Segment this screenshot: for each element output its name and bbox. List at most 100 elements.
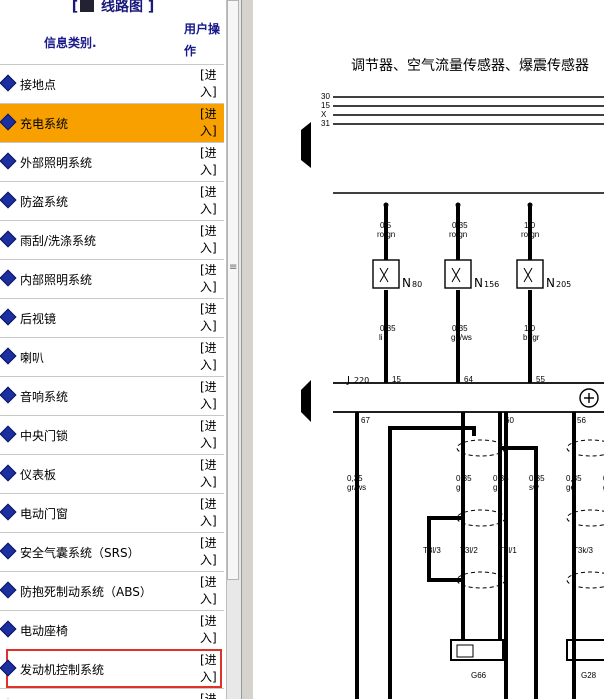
category-label[interactable]: 电动座椅 — [20, 624, 69, 638]
enter-link[interactable]: [进入] — [200, 536, 217, 567]
panel-title: [ 线路图 ] — [71, 0, 155, 15]
category-label[interactable]: 外部照明系统 — [20, 156, 93, 170]
category-row[interactable]: 安全气囊系统（SRS） [进入] — [0, 532, 224, 571]
diamond-bullet-icon — [0, 308, 17, 326]
enter-link[interactable]: [进入] — [200, 614, 217, 645]
category-row[interactable]: 电动座椅 [进入] — [0, 610, 224, 649]
prev-page-arrow-icon-2 — [301, 380, 311, 422]
enter-link[interactable]: [进入] — [200, 419, 217, 450]
ecu-pin-label: 15 — [392, 375, 401, 384]
category-label[interactable]: 内部照明系统 — [20, 273, 93, 287]
diamond-bullet-icon — [0, 581, 17, 599]
splitter-grip-icon: ≡ — [229, 262, 238, 273]
solenoid-component — [372, 202, 400, 383]
enter-link[interactable]: [进入] — [200, 341, 217, 372]
wire-size-label: 0,35 — [452, 324, 468, 333]
wire-color-label: ge — [456, 483, 465, 492]
wire-color-label: gr/ws — [347, 483, 366, 492]
category-label[interactable]: 发动机控制系统 — [20, 663, 105, 677]
wire-size-label: 1,0 — [524, 324, 536, 333]
category-label[interactable]: 音响系统 — [20, 390, 69, 404]
ecu-pin-label: 67 — [361, 416, 370, 425]
category-label[interactable]: 后视镜 — [20, 312, 57, 326]
enter-link[interactable]: [进入] — [200, 302, 217, 333]
diamond-bullet-icon — [0, 347, 17, 365]
wire-color-label: ro/gn — [377, 230, 395, 239]
component-name: N — [546, 276, 555, 290]
connector-label: T3k/3 — [573, 546, 594, 555]
shield-dashes — [456, 439, 604, 589]
category-row[interactable]: 中央门锁 [进入] — [0, 415, 224, 454]
category-row[interactable]: 接地点 [进入] — [0, 64, 224, 103]
ecu-pin-label: 55 — [536, 375, 545, 384]
column-header-action: 用户操作 — [184, 22, 221, 58]
ground-symbol-icon — [579, 388, 599, 408]
wire-size-label: 0,35 — [529, 474, 545, 483]
category-label[interactable]: 仪表板 — [20, 468, 57, 482]
sensor-g28-box — [566, 639, 604, 661]
enter-link[interactable]: [进入] — [200, 575, 217, 606]
category-row[interactable]: 防盗系统 [进入] — [0, 181, 224, 220]
column-header-category: 信息类别. — [44, 36, 97, 50]
enter-link[interactable]: [进入] — [200, 653, 217, 684]
enter-link[interactable]: [进入] — [200, 146, 217, 177]
enter-link[interactable]: [进入] — [200, 458, 217, 489]
wire-size-label: 1,0 — [524, 221, 536, 230]
enter-link[interactable]: [进入] — [200, 107, 217, 138]
enter-link[interactable]: [进入] — [200, 380, 217, 411]
diamond-bullet-icon — [0, 542, 17, 560]
category-label[interactable]: 防盗系统 — [20, 195, 69, 209]
category-row[interactable]: 防抱死制动系统（ABS） [进入] — [0, 571, 224, 610]
category-row[interactable]: 充电系统 [进入] — [0, 103, 224, 142]
category-row[interactable]: 喇叭 [进入] — [0, 337, 224, 376]
diamond-bullet-icon — [0, 620, 17, 638]
bus-label: 15 — [321, 101, 330, 110]
diamond-bullet-icon — [0, 230, 17, 248]
solenoid-component — [444, 202, 472, 383]
diamond-bullet-icon — [0, 464, 17, 482]
enter-link[interactable]: [进入] — [200, 224, 217, 255]
wire-color-label: gn — [493, 483, 502, 492]
enter-link[interactable]: [进 — [200, 692, 217, 699]
category-label[interactable]: 安全气囊系统（SRS） — [20, 546, 140, 560]
category-row[interactable]: 内部照明系统 [进入] — [0, 259, 224, 298]
info-category-panel: [ 线路图 ] 信息类别. 用户操作 接地点[进入]充电系统[进入]外部照明系统… — [0, 0, 226, 699]
diamond-bullet-icon — [0, 659, 17, 677]
ecu-pin-label: 60 — [505, 416, 514, 425]
category-label[interactable]: 雨刮/洗涤系统 — [20, 234, 97, 248]
diamond-bullet-icon — [0, 269, 17, 287]
category-row[interactable]: 音响系统 [进入] — [0, 376, 224, 415]
category-row[interactable]: 外部照明系统 [进入] — [0, 142, 224, 181]
category-label[interactable]: 充电系统 — [20, 117, 69, 131]
enter-link[interactable]: [进入] — [200, 497, 217, 528]
diamond-bullet-icon — [0, 191, 17, 209]
wire-size-label: 0,35 — [493, 474, 509, 483]
wire-color-label: ro/gn — [521, 230, 539, 239]
category-row[interactable]: 发动机控制系统 [进入] — [0, 649, 222, 688]
enter-link[interactable]: [进入] — [200, 185, 217, 216]
component-name: N — [474, 276, 483, 290]
category-row[interactable]: 雨刮/洗涤系统 [进入] — [0, 220, 224, 259]
category-label[interactable]: 喇叭 — [20, 351, 45, 365]
category-row[interactable]: 电动门窗 [进入] — [0, 493, 224, 532]
diamond-bullet-icon — [0, 74, 17, 92]
diamond-bullet-icon — [0, 503, 17, 521]
category-row[interactable]: 仪表板 [进入] — [0, 454, 224, 493]
bus-label: 30 — [321, 92, 330, 101]
ecu-label: J — [346, 375, 350, 386]
category-label[interactable]: 电动门窗 — [20, 507, 69, 521]
scrollbar-thumb[interactable] — [227, 0, 239, 580]
ecu-sub: 220 — [354, 376, 369, 385]
power-bus-lines — [333, 96, 604, 413]
enter-link[interactable]: [进入] — [200, 263, 217, 294]
bus-label: X — [321, 110, 327, 119]
category-row[interactable]: 后视镜 [进入] — [0, 298, 224, 337]
wire-color-label: ro/gn — [449, 230, 467, 239]
component-sub: 205 — [556, 280, 571, 289]
category-label[interactable]: 中央门锁 — [20, 429, 69, 443]
category-label[interactable]: 防抱死制动系统（ABS） — [20, 585, 152, 599]
category-label[interactable]: 接地点 — [20, 78, 57, 92]
enter-link[interactable]: [进入] — [200, 68, 217, 99]
category-row[interactable]: [进 — [0, 688, 224, 699]
